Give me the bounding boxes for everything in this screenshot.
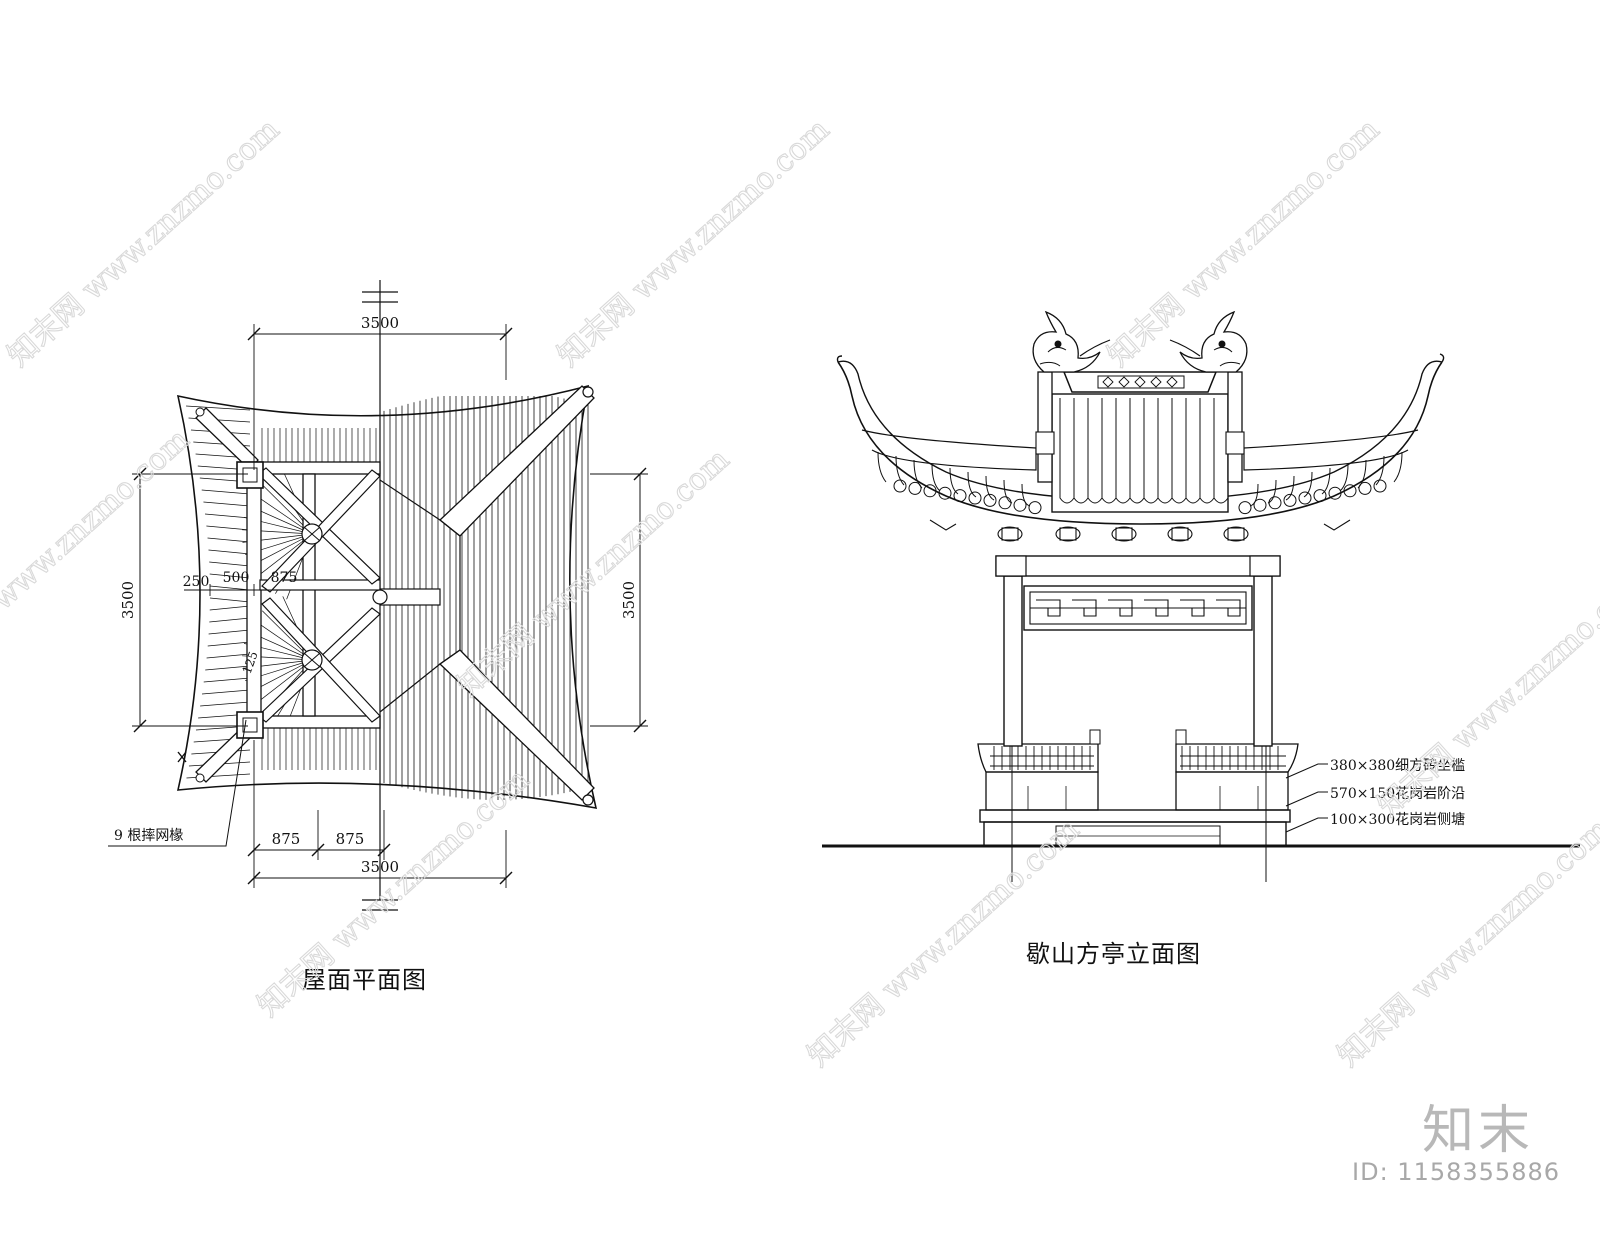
- plan-dim-right: 3500: [620, 581, 638, 619]
- elev-note-step: 570×150花岗岩阶沿: [1330, 786, 1465, 802]
- eave-brackets: [929, 519, 1351, 542]
- plan-dim-bottom: 3500: [361, 858, 399, 876]
- column-right: [1253, 575, 1273, 747]
- gable-face: [1051, 393, 1229, 513]
- roof-tile-hatch-left: [186, 405, 377, 779]
- roof-tile-rolls: [877, 451, 1403, 515]
- roof-eave-outer: [837, 361, 1443, 525]
- plan-dim-875c: 875: [271, 570, 298, 586]
- elevation-caption: 歇山方亭立面图: [1026, 940, 1201, 968]
- watermark-id: ID: 1158355886: [1352, 1158, 1560, 1186]
- roof-outline: [176, 384, 598, 809]
- plan-dim-top: 3500: [361, 314, 399, 332]
- ridge-ornament-left: [1032, 310, 1101, 373]
- gable-tile-rolls: [1059, 398, 1229, 504]
- plan-rafter-note: 9 根摔网椽: [114, 827, 183, 844]
- plan-dim-left: 3500: [119, 581, 137, 619]
- watermark-logo: 知末: [1421, 1101, 1534, 1161]
- plan-dim-875b: 875: [336, 830, 365, 848]
- plan-dim-500: 500: [223, 570, 250, 586]
- ridge-ornament-right: [1179, 310, 1248, 373]
- bench-left: [985, 771, 1099, 811]
- plan-dim-250: 250: [183, 574, 210, 590]
- roof-tile-hatch-right: [383, 396, 589, 800]
- fretwork-lattice: [1029, 591, 1247, 625]
- column-left: [1003, 575, 1023, 747]
- elev-note-sill: 380×380细方砖坐槛: [1330, 758, 1465, 774]
- plan-caption: 屋面平面图: [302, 966, 427, 994]
- elev-note-side: 100×300花岗岩侧塘: [1330, 812, 1465, 828]
- plan-dim-875a: 875: [272, 830, 301, 848]
